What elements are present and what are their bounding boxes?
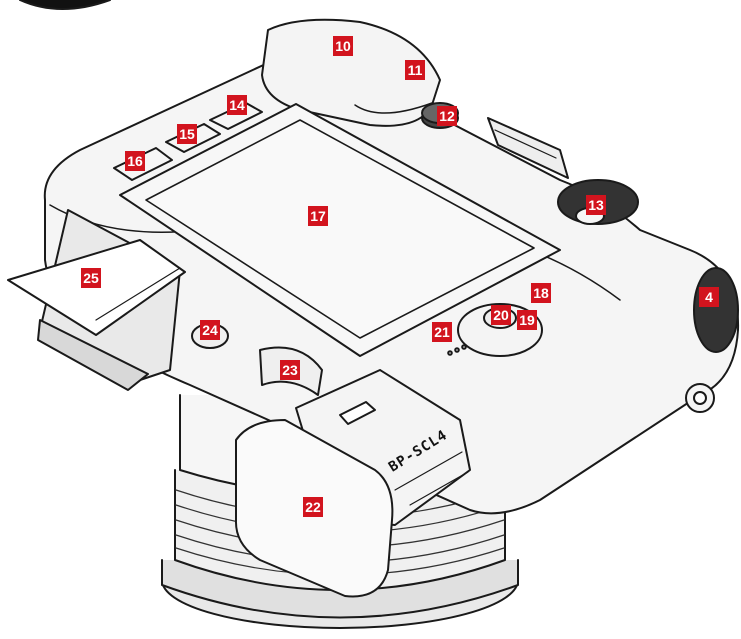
callout-20: 20	[491, 305, 511, 325]
callout-11: 11	[405, 60, 425, 80]
callout-21: 21	[432, 322, 452, 342]
partial-dial	[19, 0, 111, 10]
viewfinder	[261, 18, 441, 127]
callout-16: 16	[125, 151, 145, 171]
callout-4: 4	[699, 287, 719, 307]
callout-23: 23	[280, 360, 300, 380]
callout-13: 13	[586, 195, 606, 215]
callout-17: 17	[308, 206, 328, 226]
hot-shoe	[487, 117, 569, 179]
callout-19: 19	[517, 310, 537, 330]
callout-12: 12	[437, 106, 457, 126]
rear-screen	[119, 103, 561, 357]
callout-10: 10	[333, 36, 353, 56]
callout-14: 14	[227, 95, 247, 115]
callout-18: 18	[531, 283, 551, 303]
callout-15: 15	[177, 124, 197, 144]
callout-24: 24	[200, 320, 220, 340]
callout-25: 25	[81, 268, 101, 288]
callout-22: 22	[303, 497, 323, 517]
